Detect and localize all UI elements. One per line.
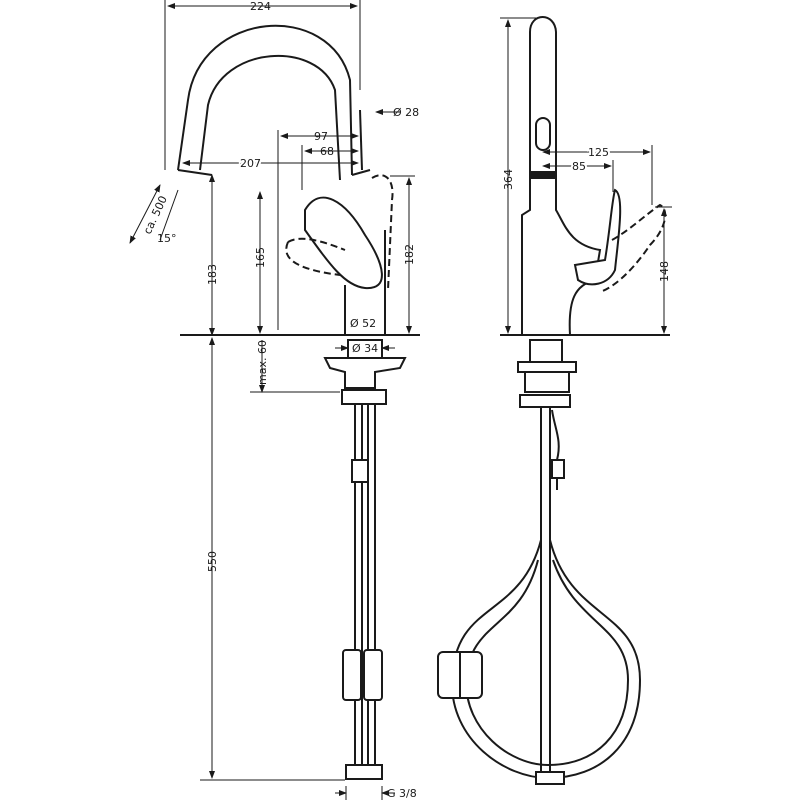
front-view: 224 Ø 28 97 68 207 ca. 500 15° 183 165 1…	[129, 0, 420, 800]
side-hose-connector	[551, 459, 565, 479]
dim-125: 125	[588, 146, 609, 159]
hose-weight	[342, 649, 362, 701]
dim-182: 182	[403, 244, 416, 265]
side-hose-fitting	[535, 771, 565, 785]
dim-364: 364	[502, 169, 515, 190]
lever-raised-position	[371, 174, 394, 291]
dim-207: 207	[240, 157, 261, 170]
spout-edge	[359, 109, 363, 171]
dim-148: 148	[658, 261, 671, 282]
spout-joint	[351, 169, 371, 176]
dim-shank-dia: Ø 34	[352, 342, 378, 355]
lever-side-position	[285, 237, 346, 276]
side-mounting-body	[524, 371, 570, 393]
spout-outlet	[177, 169, 213, 176]
hose-connector	[351, 459, 369, 483]
dim-body-dia: Ø 52	[350, 317, 376, 330]
dim-224: 224	[250, 0, 271, 13]
dim-max-60: max. 60	[256, 340, 269, 385]
spray-head-band	[531, 171, 555, 179]
mounting-plate	[323, 357, 407, 389]
side-mounting-plate	[517, 361, 577, 373]
side-shank	[529, 339, 563, 363]
hose-weight	[363, 649, 383, 701]
hose-loop-inner	[464, 559, 630, 767]
dimension-line-hose	[129, 184, 161, 244]
dim-85: 85	[572, 160, 586, 173]
spray-button	[535, 117, 551, 151]
side-lever	[573, 188, 622, 286]
lever	[304, 196, 383, 290]
spout-inner-edge	[199, 54, 341, 181]
mounting-nut	[341, 389, 387, 405]
angle-line	[159, 189, 179, 241]
dim-183: 183	[206, 264, 219, 285]
dim-hose: ca. 500	[141, 194, 170, 236]
side-body	[521, 16, 602, 336]
dim-68: 68	[320, 145, 334, 158]
side-view: 364 125 85 148	[437, 16, 672, 785]
dim-angle: 15°	[157, 232, 177, 245]
side-mounting-nut	[519, 394, 571, 408]
hose-fitting	[345, 764, 383, 780]
dim-97: 97	[314, 130, 328, 143]
dim-connection: G 3/8	[387, 787, 417, 800]
dim-550: 550	[206, 551, 219, 572]
spout	[177, 24, 353, 176]
dim-spout-dia: Ø 28	[393, 106, 419, 119]
dim-165: 165	[254, 247, 267, 268]
